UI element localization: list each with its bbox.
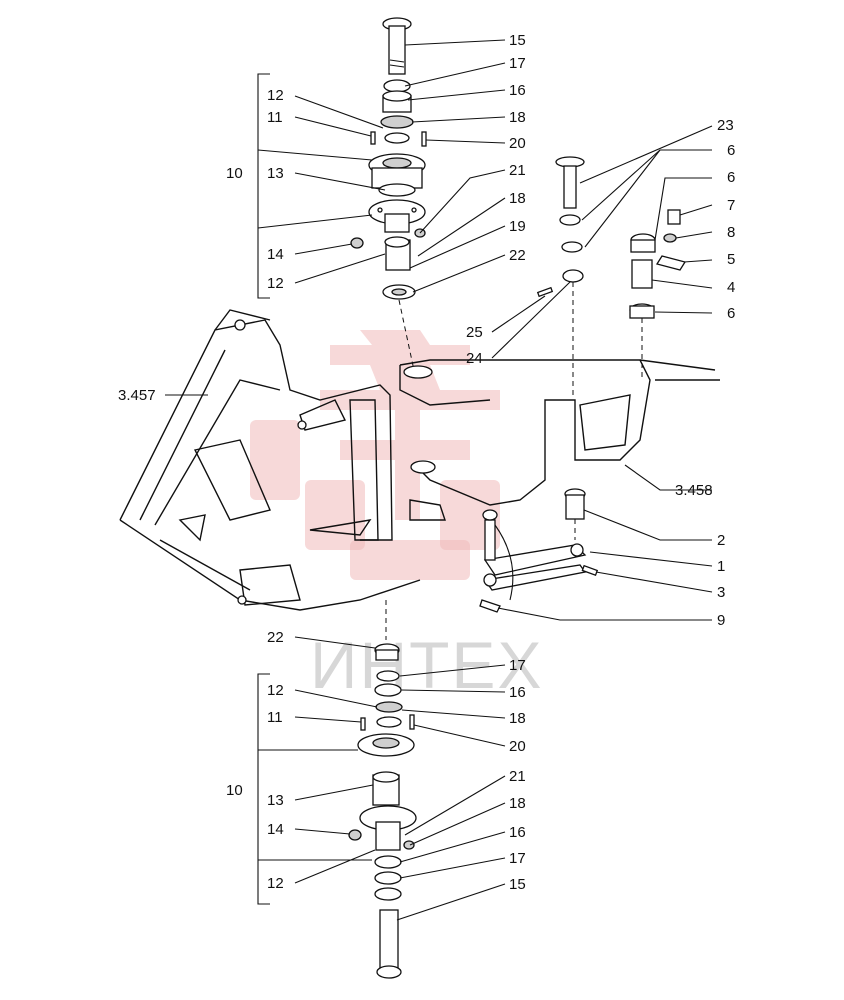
label-top-12a: 12 — [267, 87, 284, 104]
label-top-18b: 18 — [509, 190, 526, 207]
main-frame — [119, 309, 421, 611]
label-bot-14: 14 — [267, 821, 284, 838]
label-r-4: 4 — [727, 279, 735, 296]
label-m-2: 2 — [717, 532, 725, 549]
label-bot-13: 13 — [267, 792, 284, 809]
label-r-5: 5 — [727, 251, 735, 268]
bottom-pivot-stack — [348, 600, 417, 979]
label-r-23: 23 — [717, 117, 734, 134]
label-r-6a: 6 — [727, 142, 735, 159]
label-r-6b: 6 — [727, 169, 735, 186]
right-parts-stack — [536, 156, 687, 395]
label-bot-21: 21 — [509, 768, 526, 785]
top-group-bracket — [257, 73, 270, 299]
label-bot-18a: 18 — [509, 710, 526, 727]
label-r-6c: 6 — [727, 305, 735, 322]
label-top-21: 21 — [509, 162, 526, 179]
label-bot-22: 22 — [267, 629, 284, 646]
label-top-11: 11 — [267, 109, 283, 126]
label-bot-12b: 12 — [267, 875, 284, 892]
label-r-7: 7 — [727, 197, 735, 214]
label-bot-17a: 17 — [509, 657, 526, 674]
label-bot-17b: 17 — [509, 850, 526, 867]
label-top-17: 17 — [509, 55, 526, 72]
label-assembly-3457: 3.457 — [118, 387, 156, 404]
leader-lines — [165, 39, 713, 921]
label-top-12b: 12 — [267, 275, 284, 292]
label-top-18a: 18 — [509, 109, 526, 126]
label-top-20: 20 — [509, 135, 526, 152]
label-r-25: 25 — [466, 324, 483, 341]
label-bot-12a: 12 — [267, 682, 284, 699]
swing-arm — [399, 359, 720, 521]
label-bot-16a: 16 — [509, 684, 526, 701]
label-top-19: 19 — [509, 218, 526, 235]
label-top-13: 13 — [267, 165, 284, 182]
label-bot-16b: 16 — [509, 824, 526, 841]
label-r-8: 8 — [727, 224, 735, 241]
watermark-seal — [250, 330, 500, 580]
label-top-14: 14 — [267, 246, 284, 263]
label-top-15: 15 — [509, 32, 526, 49]
label-top-10: 10 — [226, 165, 243, 182]
top-pivot-stack — [350, 17, 427, 376]
label-m-9: 9 — [717, 612, 725, 629]
label-bot-18b: 18 — [509, 795, 526, 812]
label-m-1: 1 — [717, 558, 725, 575]
part-labels: 15 17 16 18 20 21 18 19 22 12 11 10 13 1… — [118, 32, 735, 893]
label-bot-10: 10 — [226, 782, 243, 799]
label-bot-11: 11 — [267, 709, 283, 726]
bottom-group-bracket — [257, 673, 270, 905]
label-top-22: 22 — [509, 247, 526, 264]
label-bot-15: 15 — [509, 876, 526, 893]
label-top-16: 16 — [509, 82, 526, 99]
label-assembly-3458: 3.458 — [675, 482, 713, 499]
link-parts — [479, 488, 599, 613]
label-r-24: 24 — [466, 350, 483, 367]
label-m-3: 3 — [717, 584, 725, 601]
label-bot-20: 20 — [509, 738, 526, 755]
